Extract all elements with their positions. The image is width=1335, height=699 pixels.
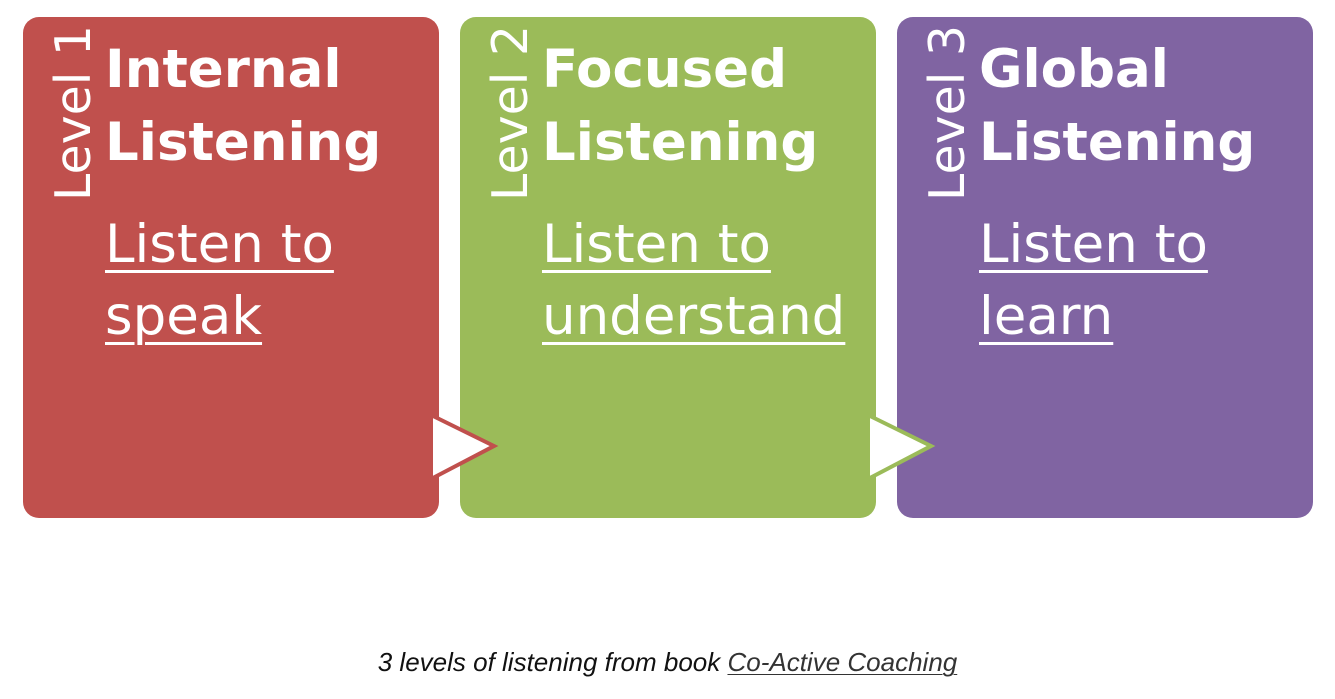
level-2-card: Level 2 Focused Listening Listen to unde… xyxy=(460,17,876,518)
level-2-title-line1: Focused xyxy=(542,39,788,100)
caption-text: 3 levels of listening from book xyxy=(377,647,728,677)
figure-caption: 3 levels of listening from book Co-Activ… xyxy=(0,645,1335,679)
level-2-title: Focused Listening xyxy=(542,33,818,179)
level-1-title-line1: Internal xyxy=(105,39,342,100)
level-3-card: Level 3 Global Listening Listen to learn xyxy=(897,17,1313,518)
level-2-link[interactable]: Listen to understand xyxy=(542,209,845,353)
arrow-1-shape xyxy=(429,411,499,483)
level-1-label: Level 1 xyxy=(45,24,102,201)
level-1-title: Internal Listening xyxy=(105,33,381,179)
level-3-title-line2: Listening xyxy=(979,112,1256,173)
level-3-link-line2[interactable]: learn xyxy=(979,286,1114,347)
level-1-link-line1[interactable]: Listen to xyxy=(105,214,334,275)
level-1-link[interactable]: Listen to speak xyxy=(105,209,334,353)
level-3-label: Level 3 xyxy=(919,24,976,201)
book-link[interactable]: Co-Active Coaching xyxy=(727,647,958,677)
arrow-2-shape xyxy=(866,411,936,483)
level-3-title-line1: Global xyxy=(979,39,1169,100)
level-3-link[interactable]: Listen to learn xyxy=(979,209,1208,353)
level-1-link-line2[interactable]: speak xyxy=(105,286,263,347)
level-2-link-line1[interactable]: Listen to xyxy=(542,214,771,275)
level-2-title-line2: Listening xyxy=(542,112,819,173)
level-2-label: Level 2 xyxy=(482,24,539,201)
level-1-title-line2: Listening xyxy=(105,112,382,173)
level-2-link-line2[interactable]: understand xyxy=(542,286,846,347)
arrow-1-triangle-right-icon xyxy=(429,411,499,483)
level-3-link-line1[interactable]: Listen to xyxy=(979,214,1208,275)
level-3-title: Global Listening xyxy=(979,33,1255,179)
level-1-card: Level 1 Internal Listening Listen to spe… xyxy=(23,17,439,518)
arrow-2-triangle-right-icon xyxy=(866,411,936,483)
